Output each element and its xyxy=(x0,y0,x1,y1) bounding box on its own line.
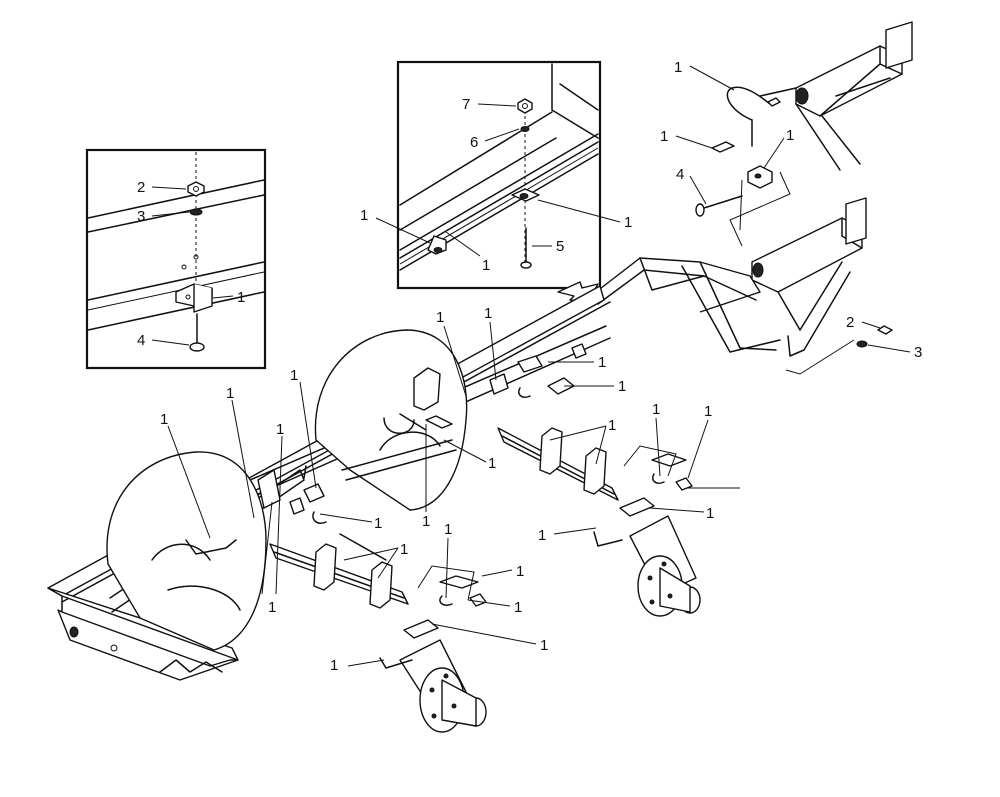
callout-3: 3 xyxy=(137,208,145,225)
callout-1: 1 xyxy=(290,367,298,384)
callout-1: 1 xyxy=(444,521,452,538)
hitch-lower xyxy=(751,197,867,357)
nut-part xyxy=(517,98,533,114)
hitch-upper xyxy=(759,21,913,171)
callout-1: 1 xyxy=(226,385,234,402)
hardware-clips xyxy=(257,343,693,639)
callout-1: 1 xyxy=(652,401,660,418)
axle-spindle-rear xyxy=(399,639,487,733)
callout-1: 1 xyxy=(674,59,682,76)
callout-6: 6 xyxy=(470,134,478,151)
callout-1: 1 xyxy=(704,403,712,420)
callout-1: 1 xyxy=(598,354,606,371)
callout-1: 1 xyxy=(360,207,368,224)
clip-part xyxy=(511,188,540,202)
callout-1: 1 xyxy=(488,455,496,472)
lockwasher-part xyxy=(856,340,868,348)
lockwasher-part xyxy=(189,208,203,216)
callout-1: 1 xyxy=(514,599,522,616)
nut-part xyxy=(187,181,205,197)
frame-rail xyxy=(87,179,265,331)
callout-1: 1 xyxy=(160,411,168,428)
callout-5: 5 xyxy=(556,238,564,255)
axle-spindle-front xyxy=(629,515,701,617)
bolt-part xyxy=(520,227,532,269)
bolt-part xyxy=(695,195,743,217)
callout-1: 1 xyxy=(540,637,548,654)
leader-lines xyxy=(167,321,740,667)
callout-1: 1 xyxy=(374,515,382,532)
leaf-spring-rear xyxy=(269,533,409,609)
clip-part xyxy=(427,235,447,255)
callout-1: 1 xyxy=(436,309,444,326)
clip-part xyxy=(711,141,735,153)
clip-part xyxy=(747,165,773,189)
mounting-hole xyxy=(181,264,187,270)
callout-1: 1 xyxy=(786,127,794,144)
callout-1: 1 xyxy=(276,421,284,438)
callout-4: 4 xyxy=(137,332,145,349)
bolt-part xyxy=(189,313,205,352)
callout-7: 7 xyxy=(462,96,470,113)
inset-detail-center: 7 6 1 1 1 5 xyxy=(360,60,632,290)
callout-1: 1 xyxy=(330,657,338,674)
u-bolts xyxy=(185,387,665,669)
mounting-hole xyxy=(193,254,199,260)
callout-1: 1 xyxy=(422,513,430,530)
main-callouts: 1 1 1 1 1 1 1 1 1 1 1 1 1 1 1 1 1 1 1 1 … xyxy=(160,305,714,674)
callout-4: 4 xyxy=(676,166,684,183)
callout-1: 1 xyxy=(618,378,626,395)
callout-1: 1 xyxy=(268,599,276,616)
nut-part xyxy=(877,325,893,335)
wheel-rear xyxy=(106,451,267,651)
callout-1: 1 xyxy=(237,289,245,306)
callout-2: 2 xyxy=(846,314,854,331)
callout-1: 1 xyxy=(608,417,616,434)
callout-1: 1 xyxy=(482,257,490,274)
bracket-part xyxy=(175,283,213,313)
hairpin-cotter-part xyxy=(726,86,781,147)
callout-1: 1 xyxy=(706,505,714,522)
leaf-spring-front xyxy=(497,427,619,501)
callout-1: 1 xyxy=(516,563,524,580)
callout-1: 1 xyxy=(400,541,408,558)
callout-3: 3 xyxy=(914,344,922,361)
lockwasher-part xyxy=(520,126,530,132)
inset-detail-left: 2 3 1 4 xyxy=(85,148,267,370)
callout-2: 2 xyxy=(137,179,145,196)
callout-1: 1 xyxy=(660,128,668,145)
callout-1: 1 xyxy=(484,305,492,322)
callout-1: 1 xyxy=(624,214,632,231)
callout-1: 1 xyxy=(538,527,546,544)
